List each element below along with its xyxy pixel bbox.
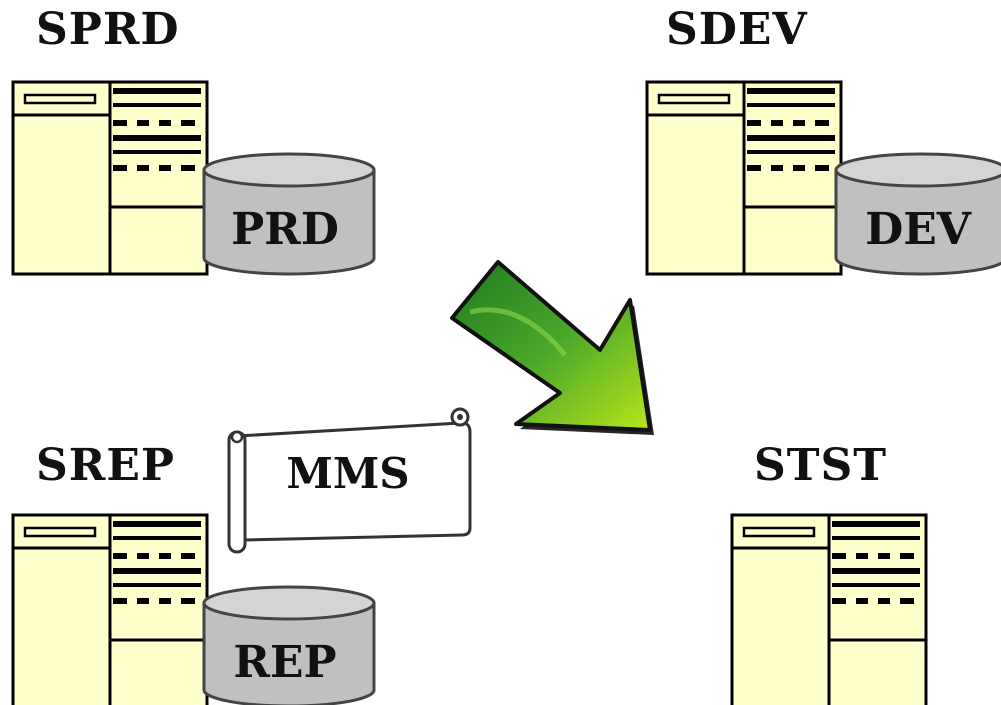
server-label-sprd: SPRD xyxy=(36,4,180,55)
server-icon-sdev xyxy=(645,80,843,276)
server-label-srep: SREP xyxy=(36,440,175,491)
server-label-sdev: SDEV xyxy=(666,4,808,55)
database-icon-prd xyxy=(202,152,376,276)
database-icon-dev xyxy=(834,152,1001,276)
database-label-dev: DEV xyxy=(865,204,972,255)
scroll-label: MMS xyxy=(286,449,409,498)
database-icon-rep xyxy=(202,585,376,705)
scroll-banner xyxy=(227,407,472,554)
server-icon-sprd xyxy=(11,80,209,276)
database-label-rep: REP xyxy=(233,637,336,688)
database-label-prd: PRD xyxy=(231,204,339,255)
server-label-stst: STST xyxy=(754,440,888,491)
server-icon-stst xyxy=(730,513,928,705)
arrow-icon xyxy=(450,260,654,435)
server-icon-srep xyxy=(11,513,209,705)
